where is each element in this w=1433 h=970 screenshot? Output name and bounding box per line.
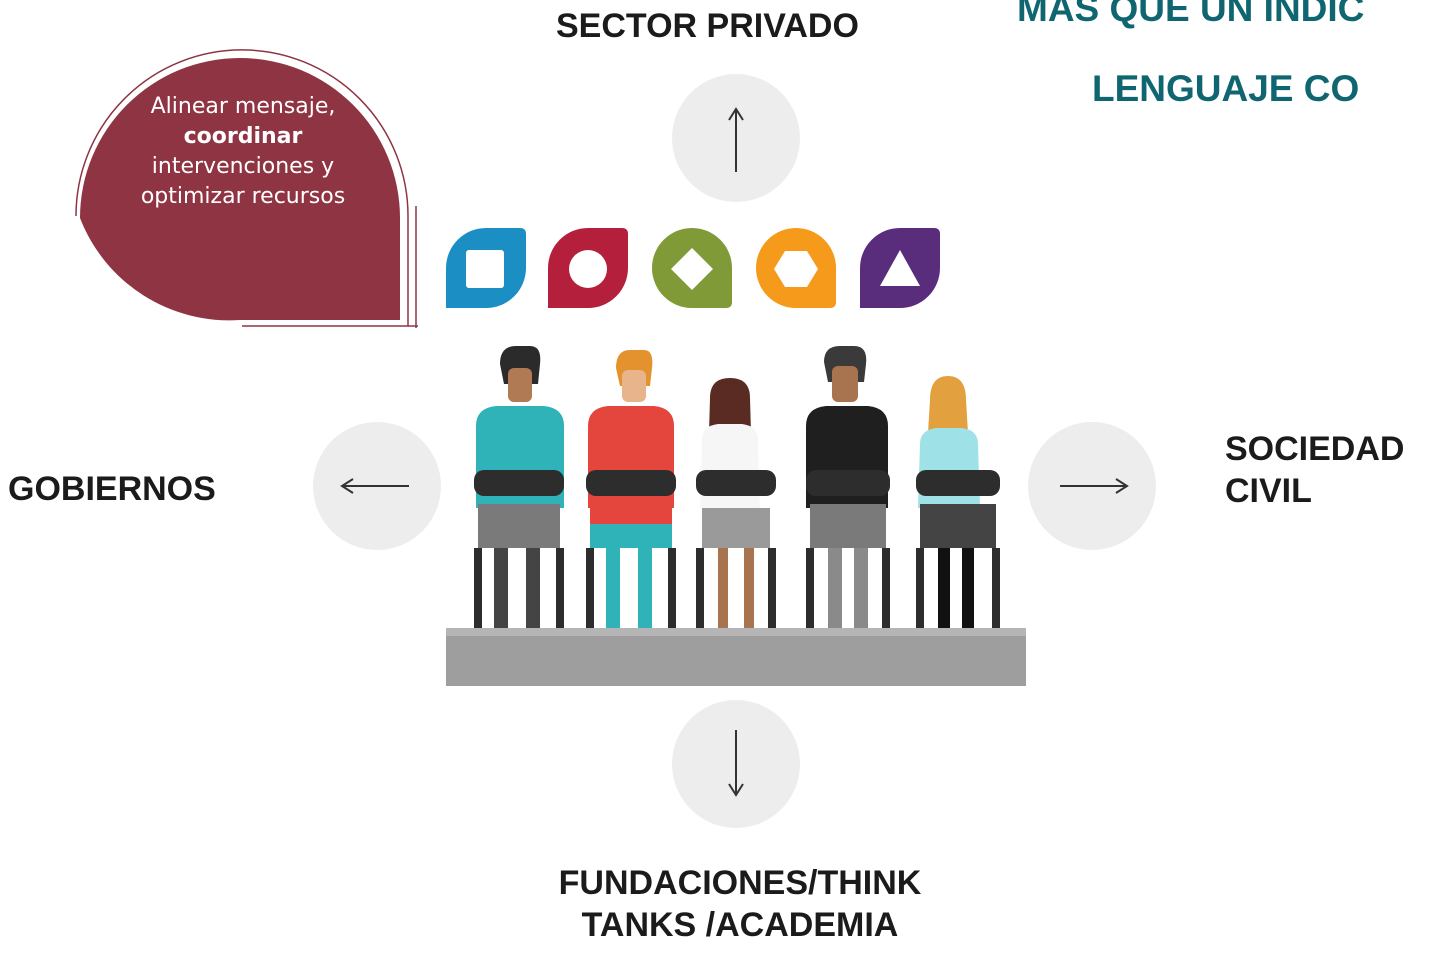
callout-text-bold: coordinar bbox=[183, 124, 303, 149]
arrow-left-icon bbox=[340, 478, 409, 494]
arrow-right-circle bbox=[1028, 422, 1156, 550]
header-title-line-2: LENGUAJE CO bbox=[1092, 68, 1360, 109]
callout-text-line-3: intervenciones y bbox=[151, 154, 335, 179]
stakeholder-sociedad-civil-line-2: CIVIL bbox=[1225, 472, 1312, 510]
callout-text-line-4: optimizar recursos bbox=[140, 184, 346, 209]
circle-drop-icon bbox=[548, 228, 628, 308]
square-drop-icon bbox=[446, 228, 526, 308]
stakeholder-sociedad-civil-line-1: SOCIEDAD bbox=[1225, 430, 1405, 468]
callout-bubble bbox=[75, 49, 418, 328]
arrow-down-circle bbox=[672, 700, 800, 828]
hexagon-drop-icon bbox=[756, 228, 836, 308]
platform bbox=[446, 628, 1026, 686]
chairs bbox=[474, 470, 1000, 634]
triangle-drop-icon bbox=[860, 228, 940, 308]
stakeholder-fundaciones: FUNDACIONES/THINK TANKS /ACADEMIA bbox=[480, 862, 1000, 946]
stakeholder-sector-privado: SECTOR PRIVADO bbox=[556, 7, 859, 45]
callout-text-plain: Alinear mensaje, bbox=[150, 94, 336, 119]
arrow-right-icon bbox=[1060, 478, 1129, 494]
callout-text: Alinear mensaje, coordinar intervencione… bbox=[118, 92, 368, 212]
stakeholder-fundaciones-line-1: FUNDACIONES/THINK bbox=[558, 864, 922, 902]
arrow-up-circle bbox=[672, 74, 800, 202]
platform-top bbox=[446, 628, 1026, 636]
panel-illustration bbox=[446, 228, 1026, 686]
stakeholder-fundaciones-line-2: TANKS /ACADEMIA bbox=[581, 906, 899, 944]
diamond-drop-icon bbox=[652, 228, 732, 308]
arrow-down-icon bbox=[728, 730, 744, 797]
stakeholder-sociedad-civil: SOCIEDAD CIVIL bbox=[1225, 428, 1425, 512]
arrow-left-circle bbox=[313, 422, 441, 550]
arrow-up-icon bbox=[728, 107, 744, 172]
header-title-line-1: MÁS QUE UN ÍNDIC bbox=[1017, 0, 1365, 29]
stakeholder-gobiernos: GOBIERNOS bbox=[8, 470, 216, 508]
